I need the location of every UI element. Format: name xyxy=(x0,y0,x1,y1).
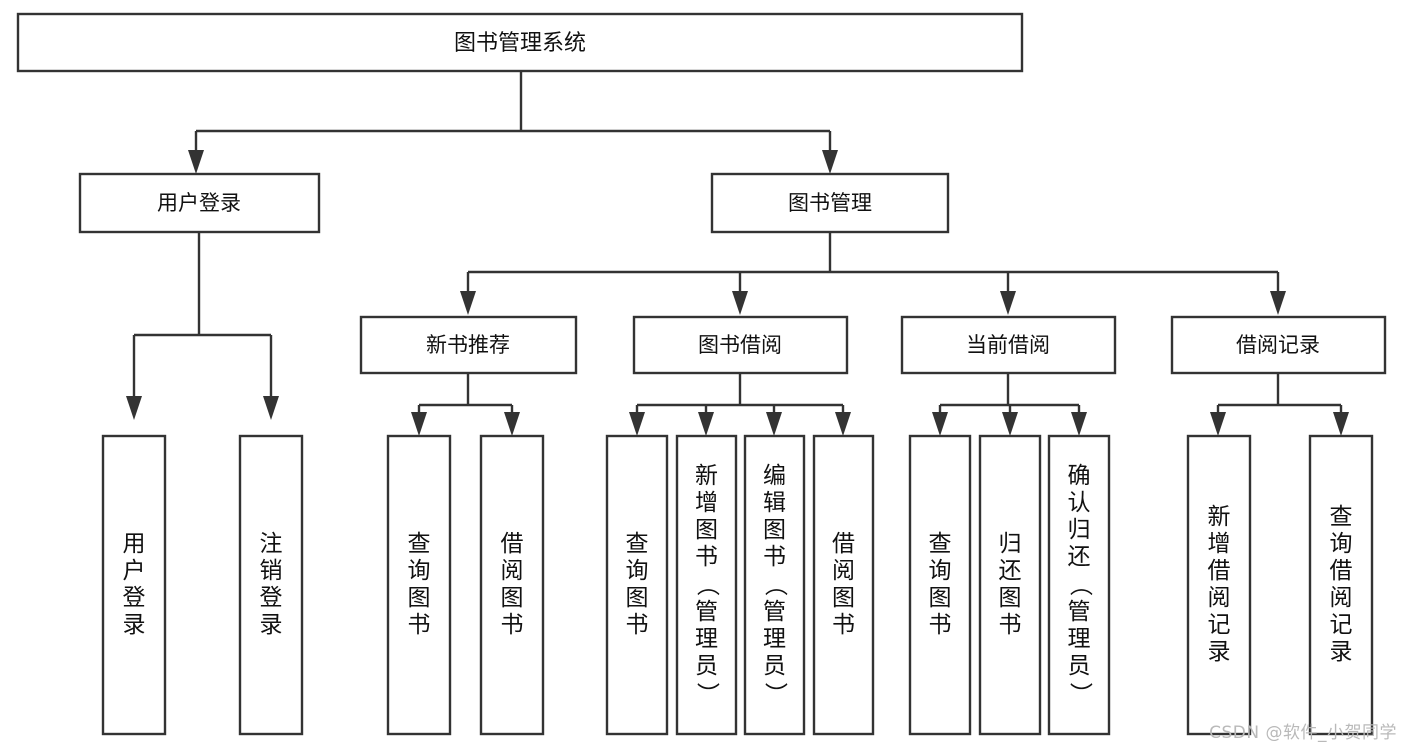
node-book-borrow[interactable] xyxy=(632,315,849,375)
node-user-login[interactable] xyxy=(78,172,321,234)
node-current-borrow[interactable] xyxy=(900,315,1117,375)
node-leaf-query-book-current[interactable] xyxy=(908,434,972,736)
node-leaf-confirm-return-admin[interactable] xyxy=(1047,434,1111,736)
node-leaf-add-book-admin[interactable] xyxy=(675,434,738,736)
node-leaf-query-book-newbook[interactable] xyxy=(386,434,452,736)
node-leaf-borrow-book-newbook[interactable] xyxy=(479,434,545,736)
node-leaf-logout[interactable] xyxy=(238,434,304,736)
arrow-head-icon xyxy=(1000,291,1016,315)
node-book-management-label: 图书管理 xyxy=(788,191,872,215)
arrow-head-icon xyxy=(411,412,427,436)
connector-group-current-borrow xyxy=(932,373,1087,436)
connector-group-new-book xyxy=(411,373,520,436)
arrow-head-icon xyxy=(263,396,279,420)
node-leaf-query-borrow-record[interactable] xyxy=(1308,434,1374,736)
node-root-label: 图书管理系统 xyxy=(454,31,586,56)
node-leaf-borrow-book[interactable] xyxy=(812,434,875,736)
node-user-login-label: 用户登录 xyxy=(157,191,241,215)
arrow-head-icon xyxy=(698,412,714,436)
arrow-head-icon xyxy=(732,291,748,315)
node-current-borrow-label: 当前借阅 xyxy=(966,333,1050,357)
node-new-book-recommend[interactable] xyxy=(359,315,578,375)
node-leaf-edit-book-admin[interactable] xyxy=(743,434,806,736)
arrow-head-icon xyxy=(629,412,645,436)
node-leaf-add-borrow-record[interactable] xyxy=(1186,434,1252,736)
csdn-watermark: CSDN @软件_小贺同学 xyxy=(1209,723,1397,743)
node-borrow-record[interactable] xyxy=(1170,315,1387,375)
arrow-head-icon xyxy=(835,412,851,436)
node-leaf-return-book[interactable] xyxy=(978,434,1042,736)
arrow-head-icon xyxy=(1002,412,1018,436)
node-leaf-user-login[interactable] xyxy=(101,434,167,736)
connector-group-root xyxy=(188,71,838,174)
connector-group-borrow-record xyxy=(1210,373,1349,436)
node-borrow-record-label: 借阅记录 xyxy=(1236,333,1320,357)
connector-group-book-manage xyxy=(460,232,1286,315)
arrow-head-icon xyxy=(1210,412,1226,436)
arrow-head-icon xyxy=(126,396,142,420)
arrow-head-icon xyxy=(766,412,782,436)
connector-group-book-borrow xyxy=(629,373,851,436)
arrow-head-icon xyxy=(1071,412,1087,436)
arrow-head-icon xyxy=(822,150,838,174)
arrow-head-icon xyxy=(188,150,204,174)
node-new-book-recommend-label: 新书推荐 xyxy=(426,333,510,357)
node-leaf-query-book-borrow[interactable] xyxy=(605,434,669,736)
connector-group-user-login xyxy=(126,232,279,420)
node-book-management[interactable] xyxy=(710,172,950,234)
arrow-head-icon xyxy=(1333,412,1349,436)
arrow-head-icon xyxy=(504,412,520,436)
arrow-head-icon xyxy=(932,412,948,436)
node-book-borrow-label: 图书借阅 xyxy=(698,333,782,357)
arrow-head-icon xyxy=(1270,291,1286,315)
arrow-head-icon xyxy=(460,291,476,315)
node-root-book-management-system[interactable] xyxy=(16,12,1024,73)
